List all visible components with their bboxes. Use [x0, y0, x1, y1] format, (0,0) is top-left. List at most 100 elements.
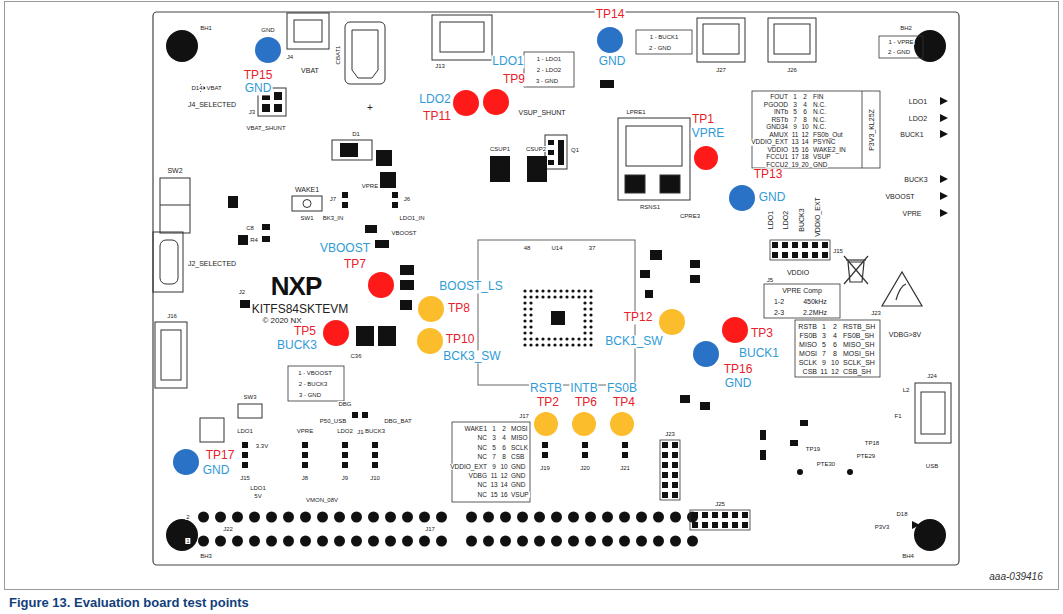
signal-name: BCK1_SW [604, 335, 663, 348]
table-cell: 5 [491, 445, 497, 452]
table-cell: 8 [501, 454, 507, 461]
smd-component [240, 300, 250, 308]
silkscreen-label: DBG_BAT [383, 418, 413, 424]
pin-header [240, 440, 250, 470]
table-cell: 20 [800, 161, 809, 168]
transistor [545, 135, 567, 169]
table-cell: 10 [830, 359, 840, 366]
table-cell: WAKE1 [463, 426, 488, 433]
led-diode [200, 84, 948, 529]
legend-box [636, 30, 692, 54]
table-cell: 2 [832, 323, 838, 330]
silkscreen-label: VDDIO [786, 269, 810, 276]
weee-bin-icon [844, 256, 868, 284]
table-cell: VDDIO_EXT [750, 139, 789, 146]
smd-component [380, 172, 396, 188]
silkscreen-label: 1 - BUCK1 [649, 34, 680, 40]
connector-outline [160, 205, 190, 206]
test-point-number: TP15 [243, 69, 274, 82]
silkscreen-label: J13 [434, 63, 446, 69]
table-cell: CSB_SH [842, 368, 872, 375]
led-diode [940, 114, 948, 122]
table-cell: MOSI [510, 426, 529, 433]
silkscreen-label: VBAT [205, 85, 222, 91]
smd-component [760, 430, 766, 440]
signal-name: INTB [569, 382, 598, 395]
table-cell: 8 [802, 116, 808, 123]
smd-component [332, 140, 372, 160]
test-point-number: TP17 [205, 449, 236, 462]
smd-component [847, 469, 853, 475]
silkscreen-label: J6 [403, 196, 411, 202]
table-cell: VDDIO_EXT [449, 463, 488, 470]
connector-outline [287, 13, 329, 49]
silkscreen-label: 3.3V [255, 443, 269, 449]
test-point: VBOOSTTP7 [368, 272, 394, 298]
table-cell: NC [477, 492, 488, 499]
table-cell: N.C. [812, 109, 827, 116]
silkscreen-label: J20 [579, 465, 591, 471]
esd-warning-icon [882, 272, 922, 306]
smd-component [200, 80, 853, 475]
test-point: TP3BUCK1 [722, 317, 748, 343]
table-cell: INTb [773, 109, 789, 116]
test-point: LDO2TP11 [453, 90, 479, 116]
test-point: TP15GND [255, 37, 281, 63]
table-cell: SCLK [798, 359, 818, 366]
legend-box [764, 284, 840, 318]
silkscreen-label: VBAT [300, 67, 320, 74]
silkscreen-label: D14 [190, 85, 203, 91]
ic-package [522, 288, 594, 348]
test-point: TP12BCK1_SW [659, 309, 685, 335]
silkscreen-label: 2 - LDO2 [536, 67, 562, 73]
table-cell: NC [477, 435, 488, 442]
legend-box [795, 320, 880, 377]
signal-name: RSTB [529, 382, 563, 395]
mounting-hole [166, 519, 198, 551]
transistor [545, 135, 567, 169]
test-point-number: TP5 [293, 325, 317, 338]
weee-bin-icon [844, 256, 868, 284]
signal-name: VPRE [691, 127, 726, 140]
table-cell: 7 [792, 116, 798, 123]
pin-header [463, 505, 701, 553]
table-cell: VDDIO [766, 146, 789, 153]
connector-outline [155, 322, 187, 388]
silkscreen-label: © 2020 NX [261, 317, 302, 325]
signal-name: GND [202, 464, 231, 477]
silkscreen-label: VDBG>8V [888, 331, 923, 338]
silkscreen-label: J15 [832, 248, 844, 254]
table-cell: CSB [802, 368, 818, 375]
smd-component [400, 265, 414, 275]
silkscreen-label: D1 [351, 131, 361, 137]
signal-name: GND [244, 82, 273, 95]
silkscreen-label: J23 [664, 431, 676, 437]
table-cell: 14 [800, 139, 809, 146]
mounting-hole [166, 30, 946, 551]
connector-outline [768, 18, 816, 62]
silkscreen-label: J2 [238, 289, 246, 295]
table-cell: 2 [802, 94, 808, 101]
silkscreen-label: VPRE [901, 210, 922, 217]
silkscreen-label: J23 [870, 310, 882, 316]
shunt-jumper [262, 104, 270, 112]
silkscreen-label: 2-3 [773, 309, 785, 316]
silkscreen-label: BK3_IN [322, 215, 345, 221]
test-point: FS0BTP4 [610, 412, 634, 436]
silkscreen-label: LDO2 [782, 210, 789, 230]
mounting-hole [914, 519, 946, 551]
silkscreen-label: J24 [926, 373, 938, 379]
table-cell: 6 [501, 445, 507, 452]
silkscreen-label: KITFS84SKTEVM [251, 303, 350, 315]
table-cell: 13 [489, 482, 498, 489]
silkscreen-label: LDO1 [236, 428, 254, 434]
table-cell: 3 [792, 101, 798, 108]
test-point-number: TP8 [447, 302, 471, 315]
table-cell: 11 [791, 131, 800, 138]
silkscreen-label: + [366, 103, 374, 113]
silkscreen-label: VPRE [361, 183, 379, 189]
table-cell: 1 [491, 426, 497, 433]
table-cell: N.C. [812, 101, 827, 108]
silkscreen-label: P50_USB [319, 418, 347, 424]
